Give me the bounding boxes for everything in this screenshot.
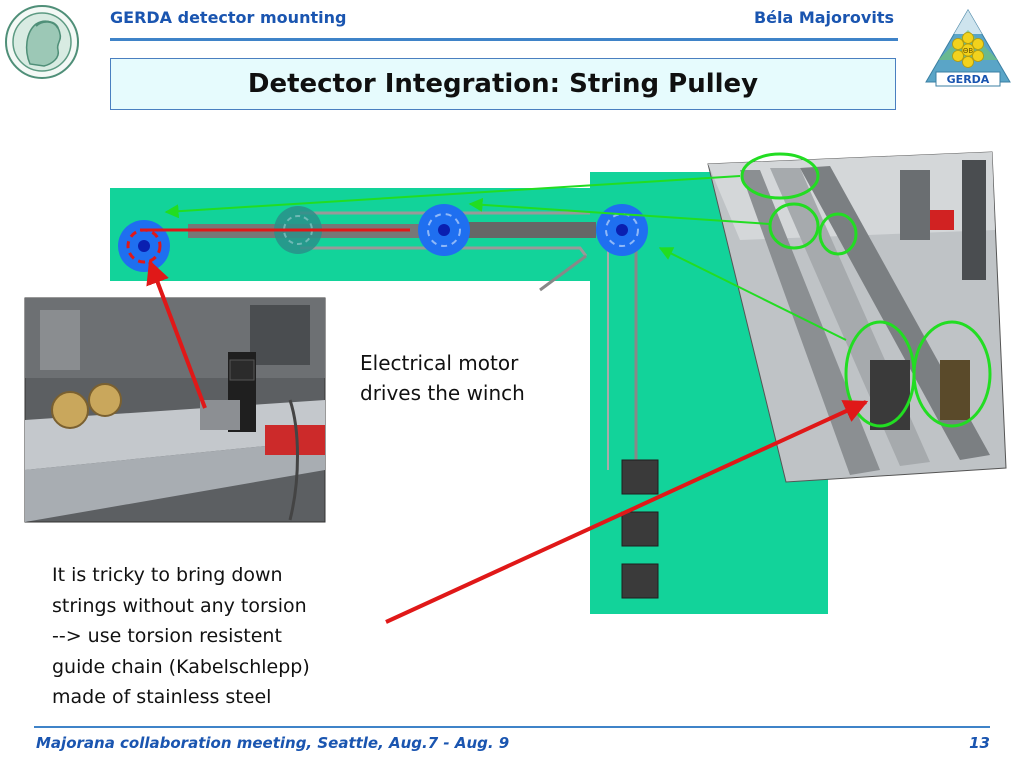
caption-motor: Electrical motor drives the winch xyxy=(360,348,580,408)
highlight-ellipse-low-left xyxy=(844,320,916,428)
guide-rail-right xyxy=(444,222,596,238)
caption-torsion-note: It is tricky to bring down strings witho… xyxy=(52,560,382,713)
highlight-ellipse-mid-left xyxy=(768,202,820,250)
highlight-ellipse-top xyxy=(740,152,820,200)
footer-rule xyxy=(34,726,990,728)
highlight-ellipse-low-right xyxy=(912,320,992,428)
slide-title-box: Detector Integration: String Pulley xyxy=(110,58,896,110)
red-arrow-note-to-chain xyxy=(385,400,869,624)
caption-note-line-5: made of stainless steel xyxy=(52,686,272,708)
footer-meeting: Majorana collaboration meeting, Seattle,… xyxy=(36,734,510,752)
header-rule xyxy=(110,38,898,41)
chain-tail xyxy=(539,254,587,292)
header-author: Béla Majorovits xyxy=(753,8,894,27)
header-title: GERDA detector mounting xyxy=(110,8,347,27)
caption-note-line-2: strings without any torsion xyxy=(52,594,307,617)
chain-lower-line xyxy=(300,246,588,257)
green-arrow-to-left-pulley xyxy=(164,175,741,219)
green-arrow-to-middle-pulley xyxy=(468,197,771,225)
highlight-ellipse-mid-right xyxy=(818,212,858,256)
caption-note-line-4: guide chain (Kabelschlepp) xyxy=(52,655,310,678)
red-arrow-motor-to-winch xyxy=(146,259,207,409)
slide-title: Detector Integration: String Pulley xyxy=(247,69,759,99)
caption-motor-line-1: Electrical motor xyxy=(360,351,519,375)
page-number: 13 xyxy=(969,734,990,752)
pulley-middle-icon xyxy=(418,204,470,256)
caption-motor-line-2: drives the winch xyxy=(360,381,525,405)
green-arrow-to-right-pulley xyxy=(658,247,847,341)
detector-stack xyxy=(621,459,659,599)
caption-note-line-3: --> use torsion resistent xyxy=(52,625,282,647)
caption-note-line-1: It is tricky to bring down xyxy=(52,564,283,586)
pulley-right-icon xyxy=(596,204,648,256)
